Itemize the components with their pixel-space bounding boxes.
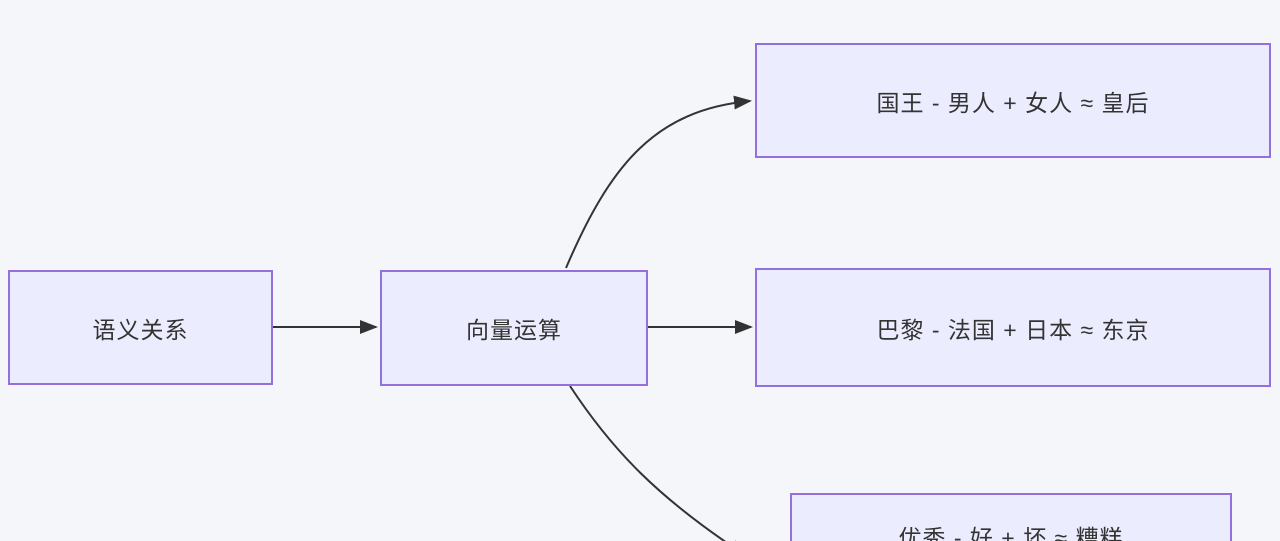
node-analogy-paris-tokyo-label: 巴黎 - 法国 + 日本 ≈ 东京 [876, 316, 1150, 343]
node-analogy-sentiment: 优秀 - 好 + 坏 ≈ 糟糕 [790, 493, 1232, 541]
node-vector-operation-label: 向量运算 [466, 317, 562, 343]
node-analogy-sentiment-label: 优秀 - 好 + 坏 ≈ 糟糕 [898, 525, 1124, 541]
edge-vector-to-king [565, 95, 752, 269]
node-analogy-king-queen: 国王 - 男人 + 女人 ≈ 皇后 [755, 43, 1271, 158]
node-analogy-paris-tokyo: 巴黎 - 法国 + 日本 ≈ 东京 [755, 268, 1271, 387]
node-analogy-king-queen-label: 国王 - 男人 + 女人 ≈ 皇后 [876, 89, 1150, 116]
node-semantic-relation-label: 语义关系 [92, 316, 189, 343]
edge-vector-to-sentiment [569, 385, 747, 541]
node-vector-operation: 向量运算 [380, 270, 648, 386]
node-semantic-relation: 语义关系 [8, 270, 273, 385]
